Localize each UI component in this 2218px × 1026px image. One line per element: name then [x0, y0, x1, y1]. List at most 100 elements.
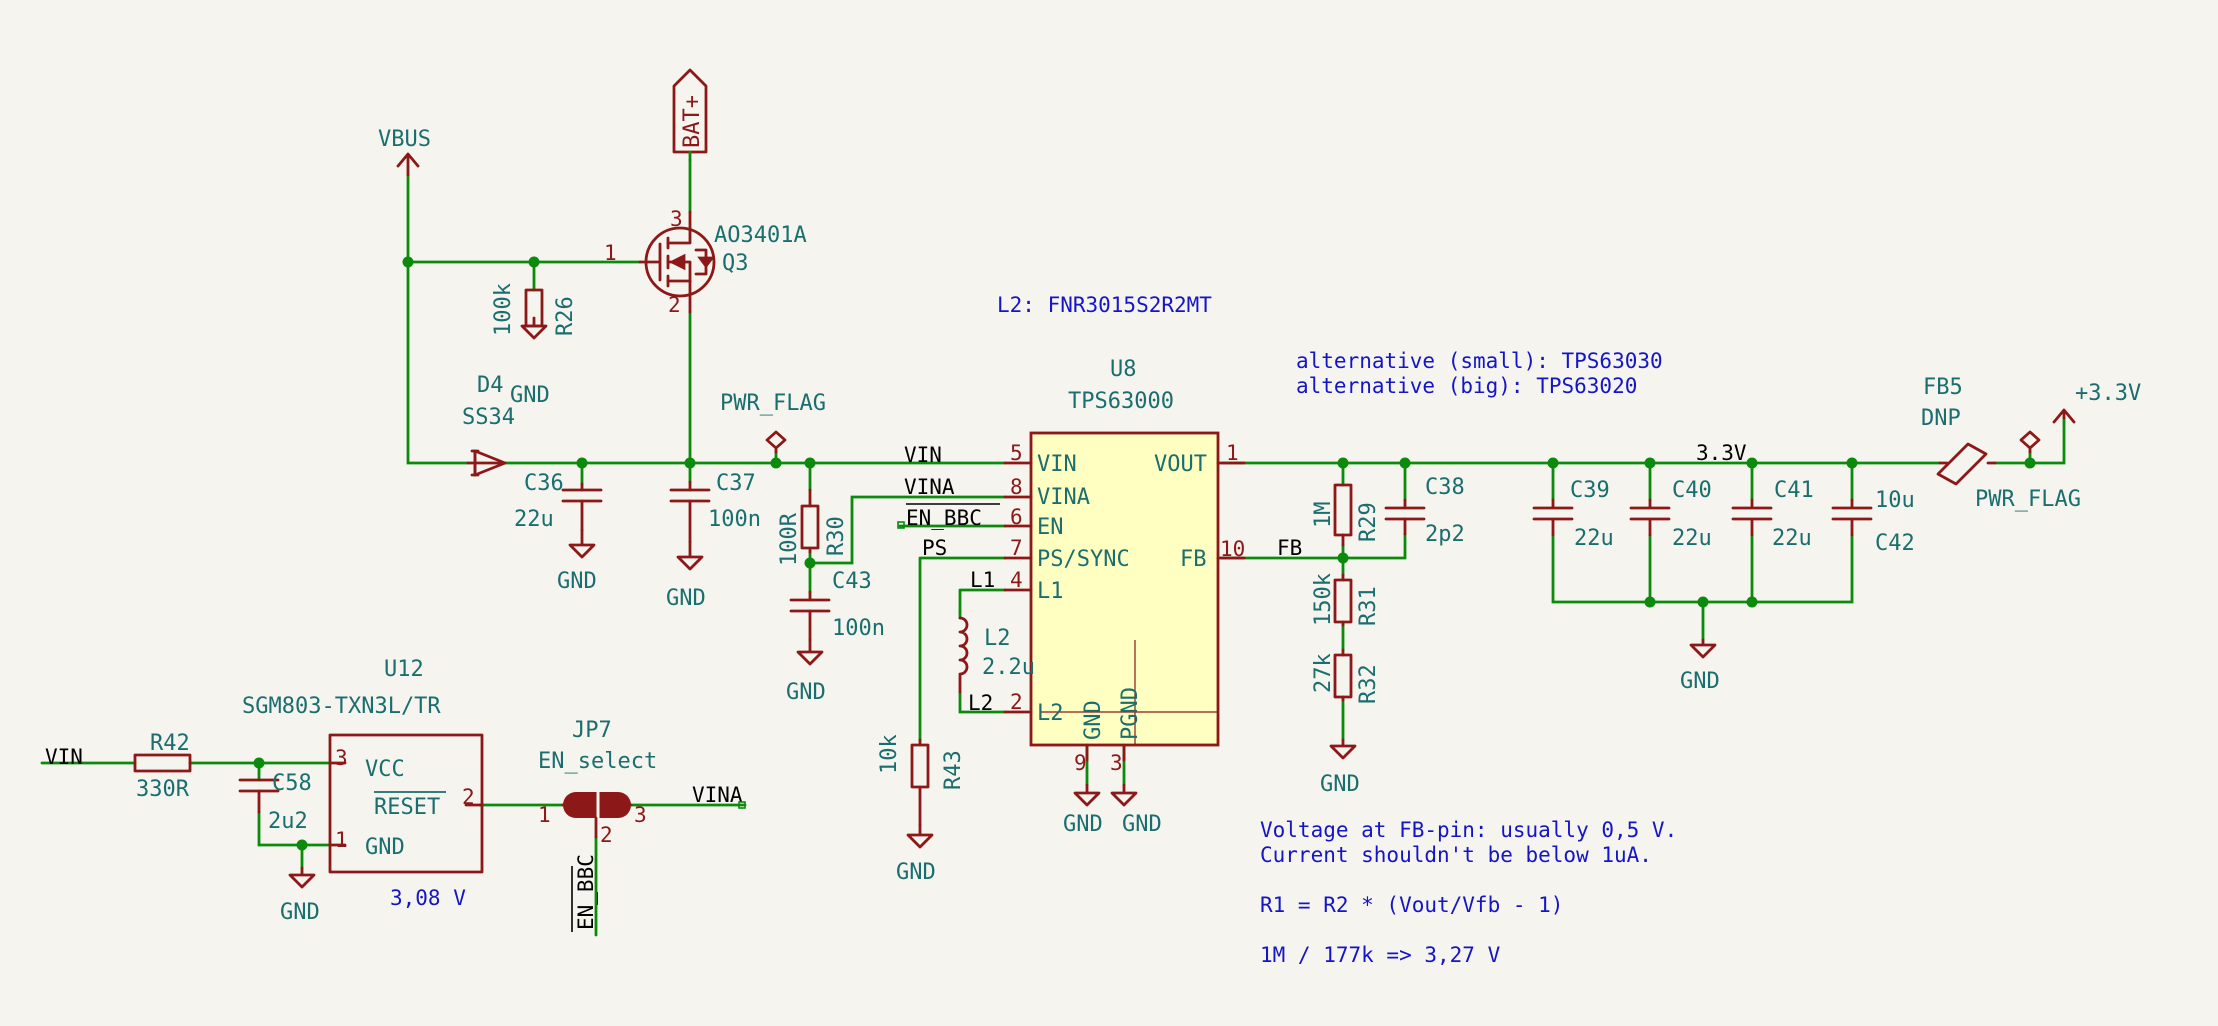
schematic-text: 330R: [136, 777, 190, 802]
c40-capacitor: C40 22u: [1629, 478, 1712, 551]
schematic-text: VOUT: [1154, 452, 1207, 477]
r26-resistor: 100k R26: [491, 283, 578, 336]
schematic-text: 3: [1110, 751, 1123, 775]
schematic-text: C40: [1672, 478, 1712, 503]
v33-power-symbol: +3.3V: [2052, 381, 2141, 424]
schematic-text: GND: [510, 383, 550, 408]
schematic-text: 4: [1010, 568, 1023, 592]
schematic-text: 150k: [1311, 573, 1336, 626]
bat-power-symbol: BAT+: [672, 68, 708, 162]
schematic-text: VIN: [1037, 452, 1077, 477]
u8-ref: U8: [1110, 357, 1137, 382]
schematic-text: L2: [968, 691, 993, 715]
schematic-text: GND: [557, 569, 597, 594]
schematic-text: 1: [1226, 441, 1239, 465]
c39-capacitor: C39 22u: [1532, 478, 1614, 551]
schematic-text: FB: [1277, 536, 1302, 560]
schematic-text: 2: [668, 293, 681, 317]
schematic-text: L2: [1037, 701, 1064, 726]
schematic-text: PWR_FLAG: [720, 391, 826, 416]
bat-label: BAT+: [680, 95, 705, 148]
schematic-text: 100k: [491, 283, 516, 336]
schematic-text: 27k: [1311, 653, 1336, 693]
schematic-text: 2: [600, 823, 613, 847]
vbus-power-symbol: VBUS: [378, 127, 431, 177]
u8-ic: U8 TPS63000 VIN VINA EN PS/SYNC L1 L2 VO…: [1003, 357, 1246, 775]
schematic-text: 100n: [832, 616, 885, 641]
schematic-text: 100R: [777, 512, 802, 566]
schematic-text: 10k: [877, 734, 902, 774]
r32-resistor: 27k R32: [1311, 648, 1381, 704]
schematic-text: GND: [786, 680, 826, 705]
pwr-flag-2: PWR_FLAG: [1975, 430, 2081, 512]
note-fb1: Voltage at FB-pin: usually 0,5 V.: [1260, 818, 1677, 842]
schematic-text: FB: [1180, 547, 1207, 572]
schematic-text: PGND: [1118, 687, 1143, 740]
notes: L2: FNR3015S2R2MT alternative (small): T…: [997, 293, 1677, 967]
schematic-text: VINA: [692, 783, 743, 807]
r42-resistor: R42 330R: [133, 731, 192, 802]
schematic-text: C58: [272, 771, 312, 796]
note-fb2: Current shouldn't be below 1uA.: [1260, 843, 1652, 867]
schematic-text: 3: [670, 207, 683, 231]
note-alt-big: alternative (big): TPS63020: [1296, 374, 1637, 398]
schematic-text: 10u: [1875, 488, 1915, 513]
schematic-text: 2p2: [1425, 522, 1465, 547]
schematic-text: PWR_FLAG: [1975, 487, 2081, 512]
u8-value: TPS63000: [1068, 389, 1174, 414]
c37-capacitor: C37 100n: [669, 471, 761, 544]
fb5-ferrite: FB5 DNP: [1921, 375, 1997, 486]
note-fb3: R1 = R2 * (Vout/Vfb - 1): [1260, 893, 1563, 917]
schematic-text: R42: [150, 731, 190, 756]
jp7-jumper: JP7 EN_select 1 2 3: [538, 718, 657, 847]
schematic-text: VCC: [365, 757, 405, 782]
r31-resistor: 150k R31: [1311, 573, 1381, 627]
schematic-text: GND: [280, 900, 320, 925]
note-fb4: 1M / 177k => 3,27 V: [1260, 943, 1501, 967]
schematic-text: C37: [716, 471, 756, 496]
schematic-text: GND: [666, 586, 706, 611]
schematic-text: EN_BBC: [574, 854, 598, 930]
schematic-text: 9: [1074, 751, 1087, 775]
schematic-text: R43: [941, 750, 966, 790]
schematic-text: GND: [896, 860, 936, 885]
u12-value: SGM803-TXN3L/TR: [242, 694, 441, 719]
schematic-text: R32: [1356, 664, 1381, 704]
schematic-text: 3: [634, 803, 647, 827]
schematic-text: L2: [984, 626, 1011, 651]
schematic-text: PS: [922, 536, 947, 560]
schematic-text: C38: [1425, 475, 1465, 500]
c42-capacitor: 10u C42: [1831, 488, 1915, 556]
u12-ic: U12 SGM803-TXN3L/TR 3,08 V VCC RESET GND…: [242, 657, 484, 910]
schematic-text: 1: [335, 828, 348, 852]
c41-capacitor: C41 22u: [1731, 478, 1814, 551]
schematic-text: C42: [1875, 531, 1915, 556]
q3-ref: Q3: [722, 251, 749, 276]
schematic-text: VINA: [904, 475, 955, 499]
schematic-text: EN_select: [538, 749, 657, 774]
c58-capacitor: C58 2u2: [238, 771, 312, 834]
note-alt-small: alternative (small): TPS63030: [1296, 349, 1663, 373]
schematic-text: 1: [604, 241, 617, 265]
gnd-symbols: GND GND GND GND GND GND GND GND GND GND: [280, 316, 1720, 925]
r30-resistor: 100R R30: [777, 488, 849, 566]
schematic-text: 2u2: [268, 809, 308, 834]
c43-capacitor: C43 100n: [789, 569, 885, 642]
schematic-text: C36: [524, 471, 564, 496]
c36-capacitor: C36 22u: [514, 471, 603, 532]
net-labels: VIN VINA EN_BBC PS L1 L2 FB 3.3V VIN VIN…: [45, 441, 1747, 932]
schematic-text: 22u: [1772, 526, 1812, 551]
schematic-text: C41: [1774, 478, 1814, 503]
schematic-text: 10: [1220, 537, 1245, 561]
schematic-text: EN: [1037, 515, 1064, 540]
schematic-text: R31: [1356, 586, 1381, 626]
schematic-text: VIN: [45, 745, 83, 769]
r29-resistor: 1M R29: [1311, 483, 1381, 547]
schematic-text: GND: [1680, 669, 1720, 694]
schematic-text: GND: [1320, 772, 1360, 797]
schematic-text: VIN: [904, 443, 942, 467]
schematic-text: FB5: [1923, 375, 1963, 400]
schematic-text: R29: [1356, 502, 1381, 542]
d4-diode: D4 SS34: [462, 373, 515, 477]
